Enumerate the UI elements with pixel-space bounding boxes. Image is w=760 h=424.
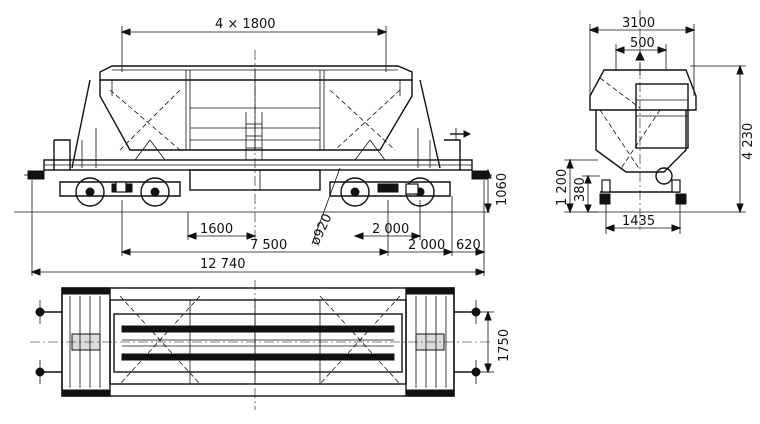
dim-end-h2: 380 (573, 177, 588, 202)
dim-buffer: 620 (456, 238, 481, 253)
dim-end-top: 500 (630, 36, 655, 51)
dim-wheelbase: 7 500 (250, 238, 287, 253)
dim-overhang-b: 2 000 (408, 238, 445, 253)
dim-total-length: 12 740 (200, 257, 246, 272)
end-view: 3100 500 4 230 1 200 380 1435 (555, 10, 756, 234)
side-view: 4 × 1800 1600 2 000 ø920 7 500 2 000 620 (14, 17, 510, 276)
dim-end-h1: 1 200 (555, 169, 570, 206)
dim-gauge: 1435 (622, 214, 655, 229)
dim-end-width: 3100 (622, 16, 655, 31)
dim-top-span: 4 × 1800 (215, 17, 276, 32)
dim-plan-width: 1750 (497, 329, 512, 362)
dim-axle-dist: 1600 (200, 222, 233, 237)
dim-overhang-a: 2 000 (372, 222, 409, 237)
plan-view: 1750 (30, 280, 512, 410)
dim-height-left: 1060 (495, 173, 510, 206)
dim-wheel-dia: ø920 (308, 212, 335, 248)
dim-end-height: 4 230 (741, 123, 756, 160)
